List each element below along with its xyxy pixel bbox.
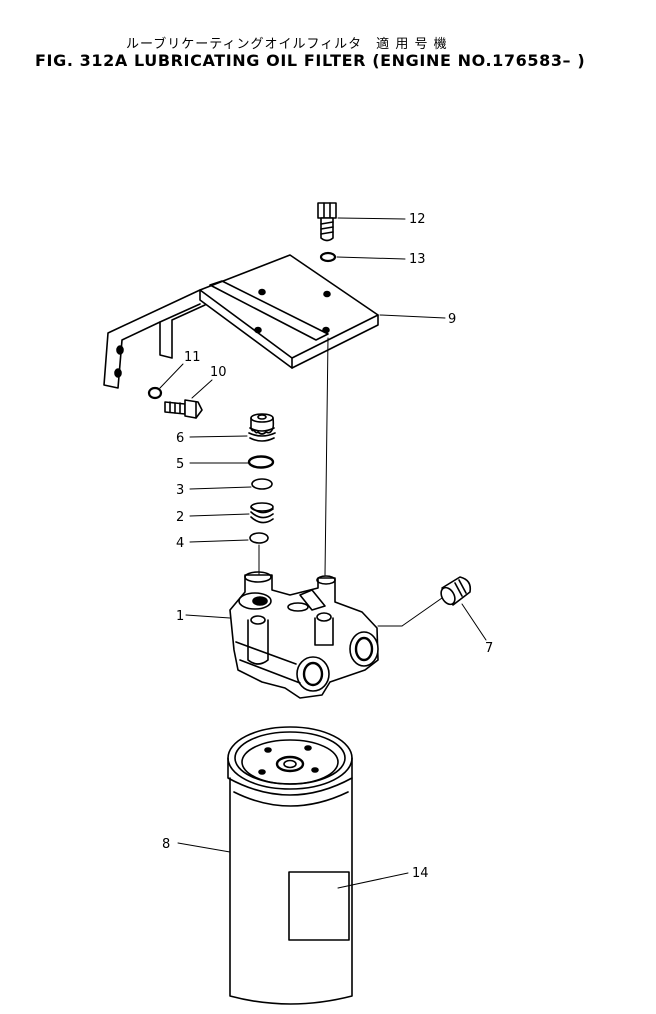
o-ring-3 [251, 478, 273, 490]
callout-7: 7 [485, 641, 493, 656]
callout-9: 9 [448, 312, 456, 327]
callout-1: 1 [176, 609, 184, 624]
o-ring-4 [249, 532, 269, 544]
callout-11: 11 [184, 350, 201, 365]
callout-12: 12 [409, 212, 426, 227]
callout-6: 6 [176, 431, 184, 446]
callout-13: 13 [409, 252, 426, 267]
callout-5: 5 [176, 457, 184, 472]
filter-cartridge-8 [227, 726, 353, 1005]
callout-10: 10 [210, 365, 227, 380]
callout-8: 8 [162, 837, 170, 852]
filter-head-1 [229, 571, 379, 699]
callout-14: 14 [412, 866, 429, 881]
bracket-9 [103, 254, 379, 389]
figure-title: FIG. 312A LUBRICATING OIL FILTER (ENGINE… [35, 51, 586, 70]
valve-6 [248, 413, 276, 442]
spring-2 [250, 502, 274, 524]
plug-7 [440, 576, 472, 606]
callout-3: 3 [176, 483, 184, 498]
callout-2: 2 [176, 510, 184, 525]
snap-ring-5 [247, 455, 275, 469]
washer-11 [147, 386, 163, 400]
callout-4: 4 [176, 536, 184, 551]
japanese-title: ルーブリケーティングオイルフィルタ 適 用 号 機 [126, 37, 448, 52]
bolt-10 [164, 399, 203, 419]
bolt-12 [317, 202, 337, 242]
washer-13 [319, 251, 337, 263]
